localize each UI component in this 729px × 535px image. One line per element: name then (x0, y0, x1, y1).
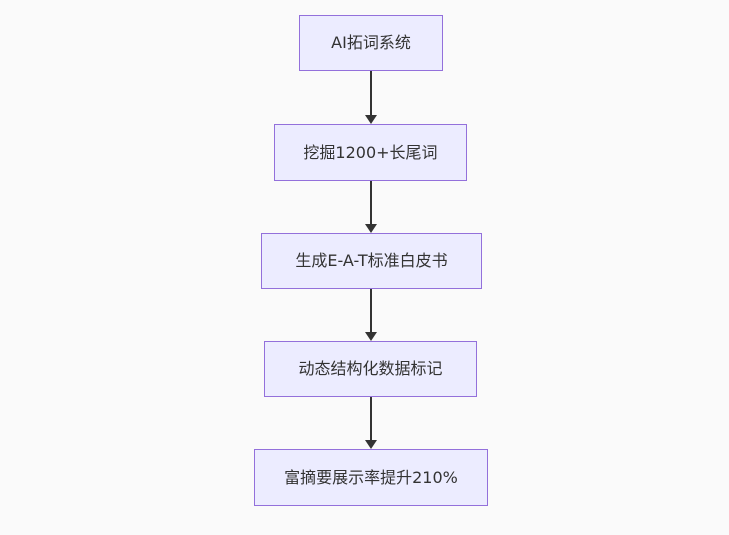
arrowhead-down-icon (365, 115, 377, 124)
flow-node-4: 动态结构化数据标记 (264, 341, 477, 397)
arrow-line (370, 71, 372, 116)
flow-node-5: 富摘要展示率提升210% (254, 449, 488, 506)
flow-node-2: 挖掘1200+长尾词 (274, 124, 467, 181)
arrow-line (370, 181, 372, 225)
flow-node-label: 动态结构化数据标记 (298, 359, 443, 378)
flow-node-label: 挖掘1200+长尾词 (303, 142, 438, 162)
flow-arrow-3 (365, 289, 377, 341)
arrowhead-down-icon (365, 332, 377, 341)
arrow-line (370, 289, 372, 333)
flow-node-label: 生成E-A-T标准白皮书 (295, 251, 448, 270)
flow-node-label: AI拓词系统 (331, 33, 411, 52)
arrowhead-down-icon (365, 440, 377, 449)
flow-arrow-1 (365, 71, 377, 124)
flow-node-1: AI拓词系统 (299, 15, 443, 71)
flow-arrow-4 (365, 397, 377, 449)
flow-arrow-2 (365, 181, 377, 233)
flow-node-label: 富摘要展示率提升210% (284, 467, 458, 487)
arrowhead-down-icon (365, 224, 377, 233)
arrow-line (370, 397, 372, 441)
flow-node-3: 生成E-A-T标准白皮书 (261, 233, 482, 289)
